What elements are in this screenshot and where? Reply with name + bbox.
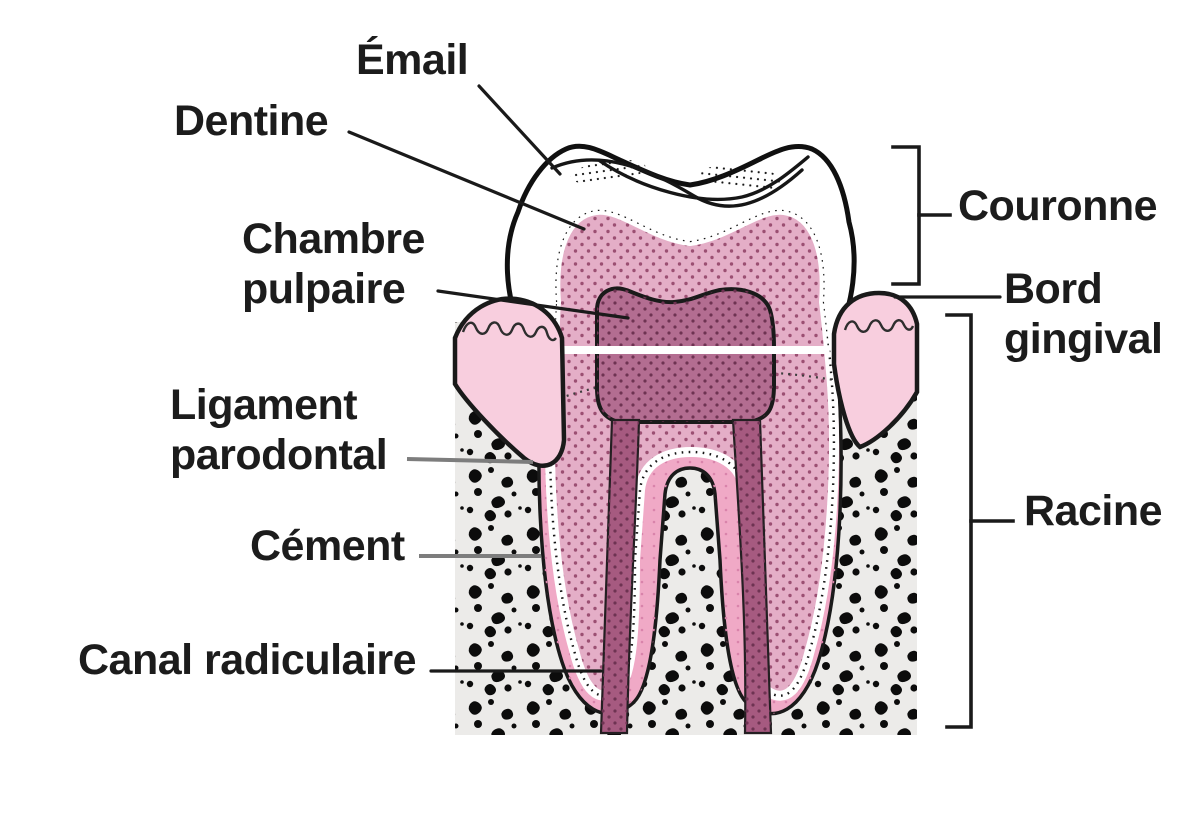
leader-line-dentine [347, 130, 586, 231]
occlusal-stipple-right [700, 165, 784, 191]
gum-left-squiggle [461, 321, 557, 342]
enamel-shape [507, 146, 855, 354]
label-ligament-parodontal-line1: Ligament [170, 381, 358, 429]
label-ligament-parodontal: Ligament parodontal [170, 380, 388, 480]
label-chambre-pulpaire-line2: pulpaire [242, 265, 406, 313]
label-couronne: Couronne [958, 182, 1158, 230]
occlusal-stipple-left [570, 159, 646, 185]
crown-outline [504, 143, 857, 341]
label-chambre-pulpaire: Chambre pulpaire [242, 214, 425, 314]
label-ligament-parodontal-line2: parodontal [170, 431, 388, 479]
gum-right [831, 290, 920, 450]
gum-right-squiggle [843, 319, 915, 333]
label-canal-radiculaire: Canal radiculaire [78, 636, 417, 684]
label-cement: Cément [250, 522, 405, 570]
label-bord-gingival-line1: Bord [1004, 265, 1103, 313]
pulp-chamber-texture [597, 288, 774, 422]
leader-line-ligament-parodontal [406, 457, 534, 464]
label-email: Émail [356, 36, 469, 84]
leader-line-chambre-pulpaire [436, 289, 630, 320]
label-chambre-pulpaire-line1: Chambre [242, 215, 425, 263]
label-bord-gingival: Bord gingival [1004, 264, 1163, 364]
label-dentine: Dentine [174, 97, 329, 145]
label-racine: Racine [1024, 487, 1163, 535]
bracket-racine [945, 313, 973, 729]
leader-line-email [477, 84, 562, 176]
bracket-couronne [891, 145, 921, 286]
label-bord-gingival-line2: gingival [1004, 315, 1163, 363]
occlusal-ridge-line [598, 155, 810, 202]
